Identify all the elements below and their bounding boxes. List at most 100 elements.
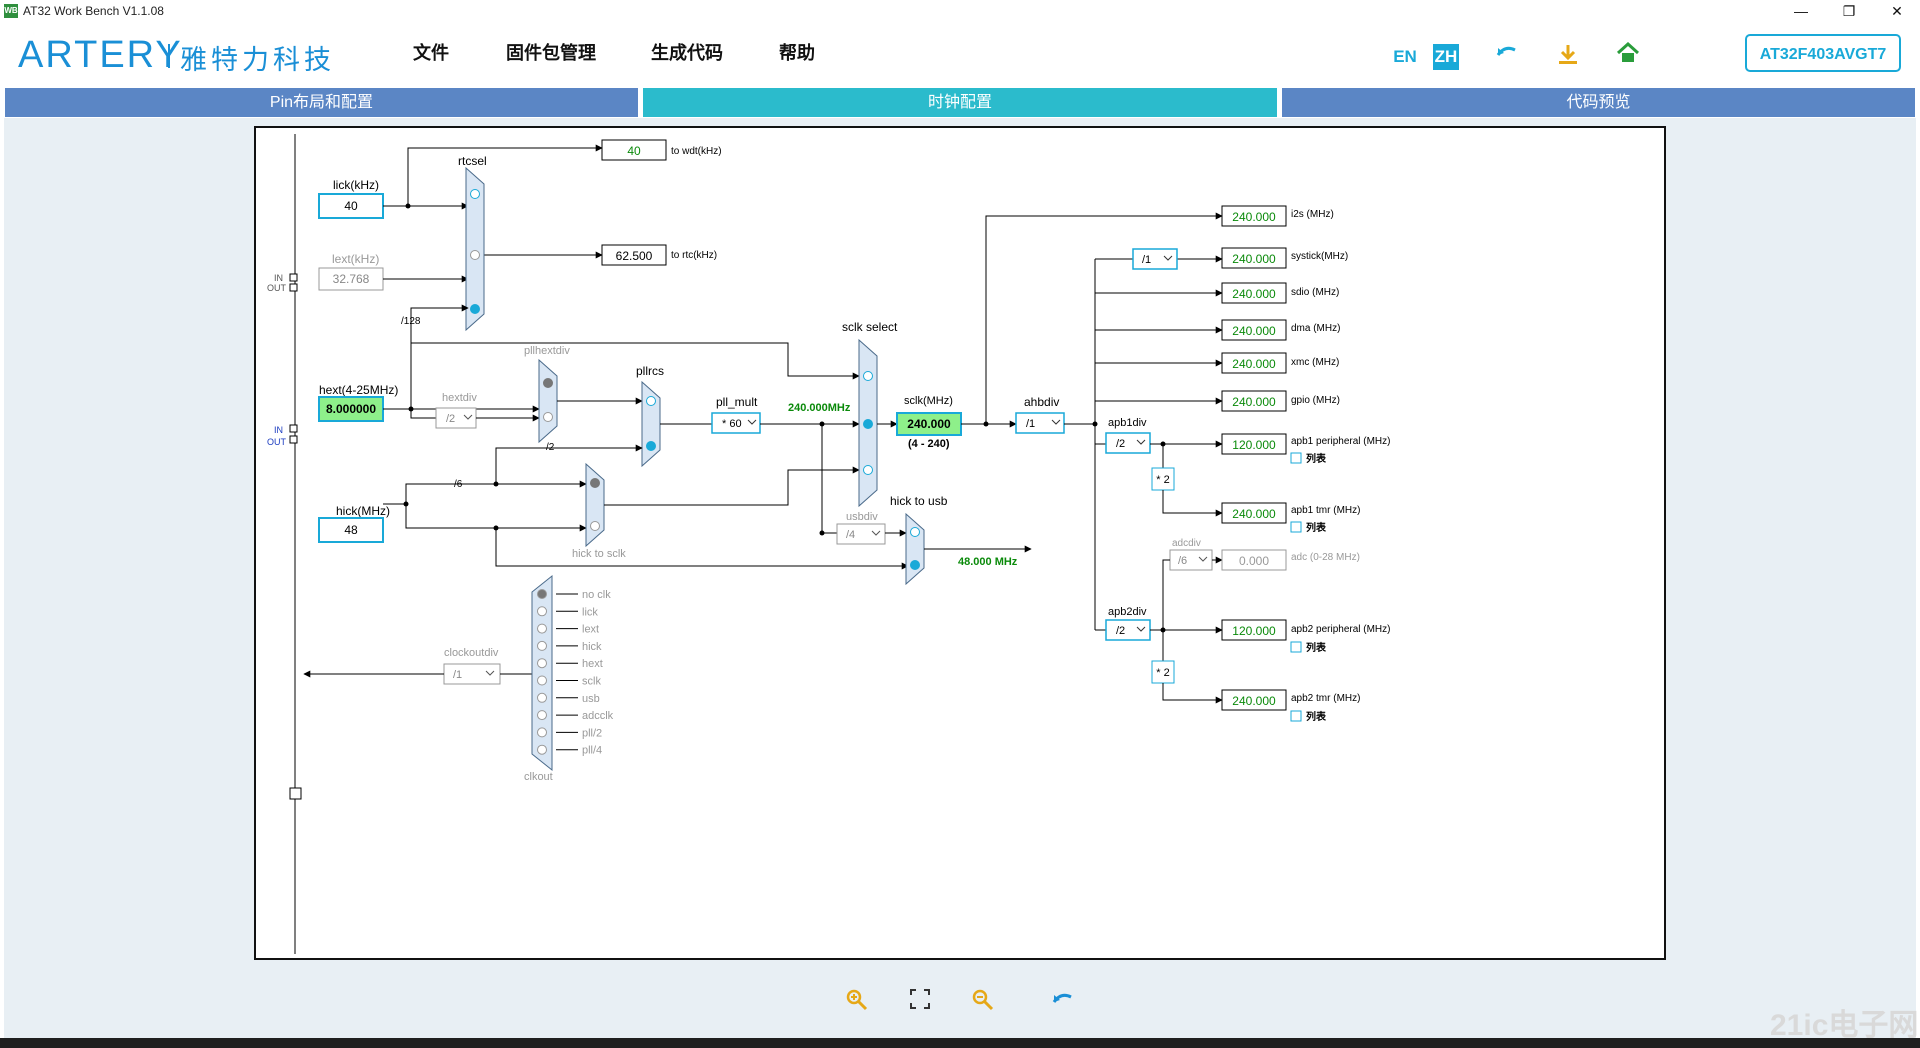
hick-to-sclk-mux[interactable] bbox=[585, 462, 605, 548]
apb1-tmr-value: 240.000 bbox=[1232, 507, 1276, 521]
apb2-tmr-label: apb2 tmr (MHz) bbox=[1291, 693, 1360, 704]
app-header: ARTERY 雅特力科技 文件 固件包管理 生成代码 帮助 EN ZH AT32… bbox=[0, 22, 1920, 88]
clkout-option-radio[interactable] bbox=[537, 710, 547, 721]
taskbar bbox=[0, 1038, 1920, 1048]
lick-value: 40 bbox=[344, 199, 358, 213]
dma-output bbox=[1221, 319, 1287, 341]
title-bar: WB AT32 Work Bench V1.1.08 — ❐ ✕ bbox=[0, 0, 1920, 22]
clkout-option-radio[interactable] bbox=[537, 727, 547, 738]
rtcsel-label: rtcsel bbox=[458, 154, 487, 168]
apb2-peripheral-output bbox=[1221, 619, 1287, 641]
menu-firmware[interactable]: 固件包管理 bbox=[506, 43, 596, 63]
apb2-peripheral-list[interactable]: 列表 bbox=[1306, 641, 1327, 654]
rtcsel-mux[interactable] bbox=[465, 166, 485, 332]
apb1div-label: apb1div bbox=[1108, 417, 1147, 429]
clkout-option-radio[interactable] bbox=[537, 675, 547, 686]
adc-value: 0.000 bbox=[1239, 554, 1269, 568]
clkout-mux[interactable] bbox=[531, 574, 553, 772]
hext-in-label: IN bbox=[274, 425, 283, 435]
fit-screen-icon[interactable] bbox=[906, 988, 934, 1016]
usbdiv-value: /4 bbox=[846, 529, 855, 541]
lang-en-button[interactable]: EN bbox=[1393, 47, 1417, 66]
clkout-option-label: sclk bbox=[582, 676, 601, 688]
apb1div-select[interactable] bbox=[1105, 432, 1151, 454]
adcdiv-select[interactable] bbox=[1169, 549, 1213, 571]
rtc-output bbox=[601, 244, 667, 266]
restore-button[interactable]: ❐ bbox=[1842, 3, 1856, 19]
apb1-tmr-list-icon[interactable] bbox=[1290, 521, 1302, 533]
hext-value: 8.000000 bbox=[326, 402, 376, 416]
reset-view-icon[interactable] bbox=[1049, 988, 1077, 1016]
pllrcs-mux[interactable] bbox=[641, 380, 661, 468]
usbdiv-select[interactable] bbox=[836, 523, 886, 545]
apb2-peripheral-list-icon[interactable] bbox=[1290, 641, 1302, 653]
apb1-peripheral-list[interactable]: 列表 bbox=[1306, 452, 1327, 465]
apb2-tmr-list-icon[interactable] bbox=[1290, 710, 1302, 722]
clkout-option-radio[interactable] bbox=[537, 744, 547, 755]
clkout-option-radio[interactable] bbox=[537, 692, 547, 703]
clkout-option-label: pll/2 bbox=[582, 727, 602, 739]
systick-output bbox=[1221, 247, 1287, 269]
systick-div-select[interactable] bbox=[1132, 248, 1178, 270]
chip-select-button[interactable]: AT32F403AVGT7 bbox=[1745, 34, 1901, 72]
menu-file[interactable]: 文件 bbox=[413, 43, 449, 63]
hick-input[interactable] bbox=[318, 517, 384, 543]
apb2-tmr-list[interactable]: 列表 bbox=[1306, 710, 1327, 723]
hick-to-usb-mux[interactable] bbox=[905, 512, 925, 586]
clkout-option-radio[interactable] bbox=[537, 640, 547, 651]
adcdiv-value: /6 bbox=[1178, 555, 1187, 567]
close-button[interactable]: ✕ bbox=[1891, 3, 1903, 19]
lick-input[interactable] bbox=[318, 193, 384, 219]
apb2div-label: apb2div bbox=[1108, 606, 1147, 618]
apb2-peripheral-value: 120.000 bbox=[1232, 624, 1276, 638]
pll-mult-label: pll_mult bbox=[716, 395, 758, 409]
hextdiv-select[interactable] bbox=[435, 407, 477, 429]
apb2div-value: /2 bbox=[1116, 625, 1125, 637]
apb1-peripheral-list-icon[interactable] bbox=[1290, 452, 1302, 464]
lang-zh-button[interactable]: ZH bbox=[1433, 44, 1459, 70]
tab-clock-config[interactable]: 时钟配置 bbox=[643, 88, 1277, 117]
tab-code-preview[interactable]: 代码预览 bbox=[1282, 88, 1915, 117]
hextdiv-value: /2 bbox=[446, 413, 455, 425]
clkout-option-label: lext bbox=[582, 624, 599, 636]
clkout-option-radio[interactable] bbox=[537, 658, 547, 669]
menu-help[interactable]: 帮助 bbox=[779, 43, 815, 63]
clkout-option-label: hext bbox=[582, 658, 603, 670]
clkout-option-radio[interactable] bbox=[537, 606, 547, 617]
clkout-option-radio[interactable] bbox=[537, 589, 547, 599]
wdt-value: 40 bbox=[627, 144, 641, 158]
zoom-in-icon[interactable] bbox=[843, 988, 871, 1016]
clkout-option-radio[interactable] bbox=[537, 623, 547, 634]
pllhextdiv-mux[interactable] bbox=[538, 358, 558, 444]
home-icon[interactable] bbox=[1613, 41, 1643, 72]
pll-mult-select[interactable] bbox=[711, 412, 761, 434]
apb1-mul2: * 2 bbox=[1156, 474, 1169, 486]
apb1-tmr-list[interactable]: 列表 bbox=[1306, 521, 1327, 534]
apb1-tmr-label: apb1 tmr (MHz) bbox=[1291, 505, 1360, 516]
lext-value: 32.768 bbox=[333, 272, 370, 286]
lext-in-label: IN bbox=[274, 273, 283, 283]
ahbdiv-select[interactable] bbox=[1015, 412, 1065, 434]
clkout-option-label: lick bbox=[582, 606, 598, 618]
undo-icon[interactable] bbox=[1492, 42, 1522, 72]
minimize-button[interactable]: — bbox=[1794, 3, 1808, 19]
watermark: 21ic电子网 bbox=[1770, 1009, 1919, 1042]
pllrcs-label: pllrcs bbox=[636, 364, 664, 378]
tab-pin-config[interactable]: Pin布局和配置 bbox=[5, 88, 638, 117]
menu-generate-code[interactable]: 生成代码 bbox=[651, 43, 723, 63]
app-icon: WB bbox=[4, 4, 18, 18]
apb2-peripheral-label: apb2 peripheral (MHz) bbox=[1291, 624, 1391, 635]
div6-label: /6 bbox=[454, 479, 463, 490]
hick-to-sclk-label: hick to sclk bbox=[572, 548, 626, 560]
wdt-label: to wdt(kHz) bbox=[671, 146, 722, 157]
clkout-label: clkout bbox=[524, 771, 553, 783]
apb1div-value: /2 bbox=[1116, 438, 1125, 450]
clkout-options: no clklicklexthickhextsclkusbadcclkpll/2… bbox=[537, 589, 614, 757]
apb1-tmr-output bbox=[1221, 502, 1287, 524]
div128-label: /128 bbox=[401, 316, 421, 327]
zoom-out-icon[interactable] bbox=[969, 988, 997, 1016]
clockoutdiv-value: /1 bbox=[453, 669, 462, 681]
div2-label: /2 bbox=[546, 442, 555, 453]
download-icon[interactable] bbox=[1553, 42, 1583, 72]
apb2div-select[interactable] bbox=[1105, 619, 1151, 641]
